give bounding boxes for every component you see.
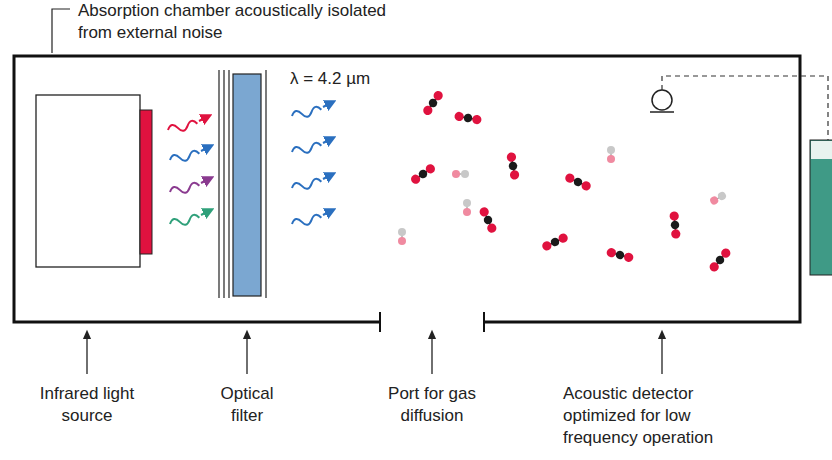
part-label: Acoustic detector optimized for low freq… bbox=[563, 383, 727, 449]
signal-wire bbox=[662, 76, 828, 140]
leader-line bbox=[52, 9, 70, 53]
part-label: Optical filter bbox=[211, 383, 283, 427]
chamber-label: Absorption chamber acoustically isolated… bbox=[78, 0, 408, 44]
electronics-unit bbox=[810, 140, 832, 275]
optical-filter bbox=[219, 70, 266, 298]
wavelength-label: λ = 4.2 µm bbox=[290, 68, 400, 90]
pointer-arrows bbox=[87, 334, 662, 374]
emitter bbox=[140, 110, 152, 254]
light-source bbox=[36, 95, 140, 267]
broadband-light bbox=[167, 120, 200, 228]
filtered-light bbox=[291, 106, 322, 228]
part-label: Port for gas diffusion bbox=[376, 383, 488, 427]
acoustic-detector bbox=[650, 90, 674, 112]
chamber-wall bbox=[14, 56, 800, 332]
electronics-top bbox=[811, 141, 832, 159]
gas-molecules bbox=[398, 89, 732, 273]
part-label: Infrared light source bbox=[37, 383, 137, 427]
